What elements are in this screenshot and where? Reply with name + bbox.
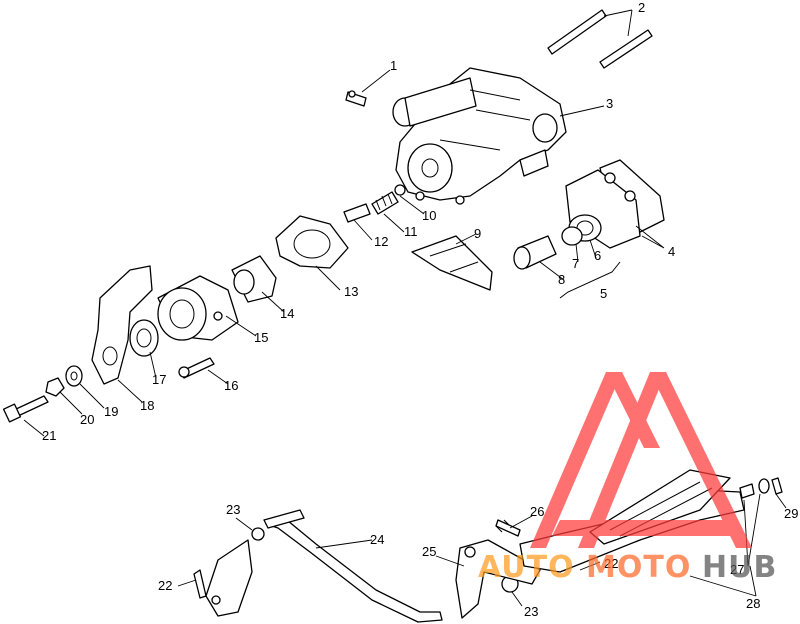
callout-7: 7 <box>572 256 579 271</box>
watermark-word-hub: HUB <box>702 550 777 585</box>
callout-27: 27 <box>730 562 744 577</box>
callout-labels: 1 2 3 4 5 6 7 8 9 10 11 12 13 14 15 16 1… <box>42 0 798 619</box>
callout-16: 16 <box>224 378 238 393</box>
callout-22-left: 22 <box>158 578 172 593</box>
callout-12: 12 <box>374 234 388 249</box>
callout-10: 10 <box>422 208 436 223</box>
callout-3: 3 <box>606 96 613 111</box>
callout-23-bottom: 23 <box>524 604 538 619</box>
callout-15: 15 <box>254 330 268 345</box>
callout-20: 20 <box>80 412 94 427</box>
part-2-pins <box>547 9 653 69</box>
part-3-master-cylinder <box>392 67 567 205</box>
part-22-screw-left <box>193 569 207 599</box>
callout-5: 5 <box>600 286 607 301</box>
part-21-bolt <box>2 395 49 423</box>
part-16-bolt <box>178 357 215 379</box>
part-29-clip <box>758 477 783 495</box>
callout-11: 11 <box>404 224 418 239</box>
part-9-plate <box>411 235 493 291</box>
callout-13: 13 <box>344 284 358 299</box>
callout-23-top: 23 <box>226 502 240 517</box>
callout-18: 18 <box>140 398 154 413</box>
callout-9: 9 <box>474 226 481 241</box>
part-24-rod <box>263 509 443 623</box>
part-12-pin <box>343 203 371 223</box>
callout-29: 29 <box>784 506 798 521</box>
callout-1: 1 <box>390 58 397 73</box>
callout-24: 24 <box>370 532 384 547</box>
part-19-washer <box>65 365 83 387</box>
part-13-gasket <box>275 215 349 269</box>
part-25-pedal-mount <box>455 539 541 619</box>
part-26-spring <box>495 519 521 537</box>
leader-lines <box>23 9 787 607</box>
automotohub-watermark: AUTO MOTO HUB <box>478 372 777 585</box>
part-10-11-spring <box>371 184 406 215</box>
callout-14: 14 <box>280 306 294 321</box>
part-18-arm <box>91 265 153 385</box>
part-14-cup <box>231 255 277 303</box>
part-27-pin <box>739 483 755 499</box>
watermark-word-moto: MOTO <box>586 550 691 585</box>
callout-28: 28 <box>746 596 760 611</box>
callout-26: 26 <box>530 504 544 519</box>
callout-6: 6 <box>594 248 601 263</box>
part-5-bracket-mark <box>559 261 621 299</box>
watermark-triangle-logo <box>530 372 752 548</box>
part-6-7-seal <box>561 214 602 246</box>
part-17-ring <box>129 319 159 357</box>
callout-4: 4 <box>668 244 675 259</box>
callout-22-right: 22 <box>604 556 618 571</box>
part-15-housing <box>157 275 239 341</box>
callout-17: 17 <box>152 372 166 387</box>
callout-19: 19 <box>104 404 118 419</box>
callout-8: 8 <box>558 272 565 287</box>
part-23-washer <box>251 527 519 593</box>
part-8-piston <box>513 235 557 270</box>
watermark-word-auto: AUTO <box>478 550 575 585</box>
callout-21: 21 <box>42 428 56 443</box>
callout-2: 2 <box>638 0 645 15</box>
lower-left-bracket <box>205 539 253 617</box>
part-1-bleeder <box>345 90 367 107</box>
callout-25: 25 <box>422 544 436 559</box>
